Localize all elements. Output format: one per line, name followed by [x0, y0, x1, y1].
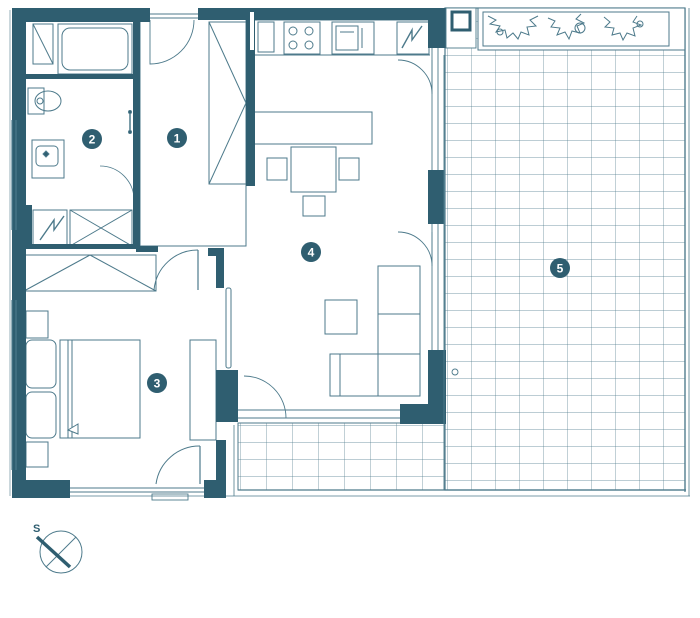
bathroom-fixtures [27, 23, 135, 247]
planter [482, 11, 670, 47]
room-badge-4: 4 [301, 242, 321, 262]
terrace [444, 7, 690, 496]
room-badge-5: 5 [550, 258, 570, 278]
room-number-4: 4 [308, 246, 315, 260]
room-number-5: 5 [557, 262, 564, 276]
dining-set [266, 146, 360, 217]
room-number-1: 1 [174, 132, 181, 146]
compass-letter: S [33, 523, 40, 535]
room-badge-2: 2 [82, 129, 102, 149]
compass-icon: S [33, 523, 83, 574]
living-furniture [324, 265, 421, 397]
balcony-strip [237, 422, 446, 491]
door-swings [149, 19, 433, 419]
room-badge-1: 1 [167, 128, 187, 148]
window-lines [11, 7, 477, 501]
room-badge-3: 3 [147, 373, 167, 393]
kitchen-fixtures [249, 19, 430, 145]
room-number-2: 2 [89, 133, 96, 147]
bedroom-furniture [25, 249, 232, 485]
room-number-3: 3 [154, 377, 161, 391]
